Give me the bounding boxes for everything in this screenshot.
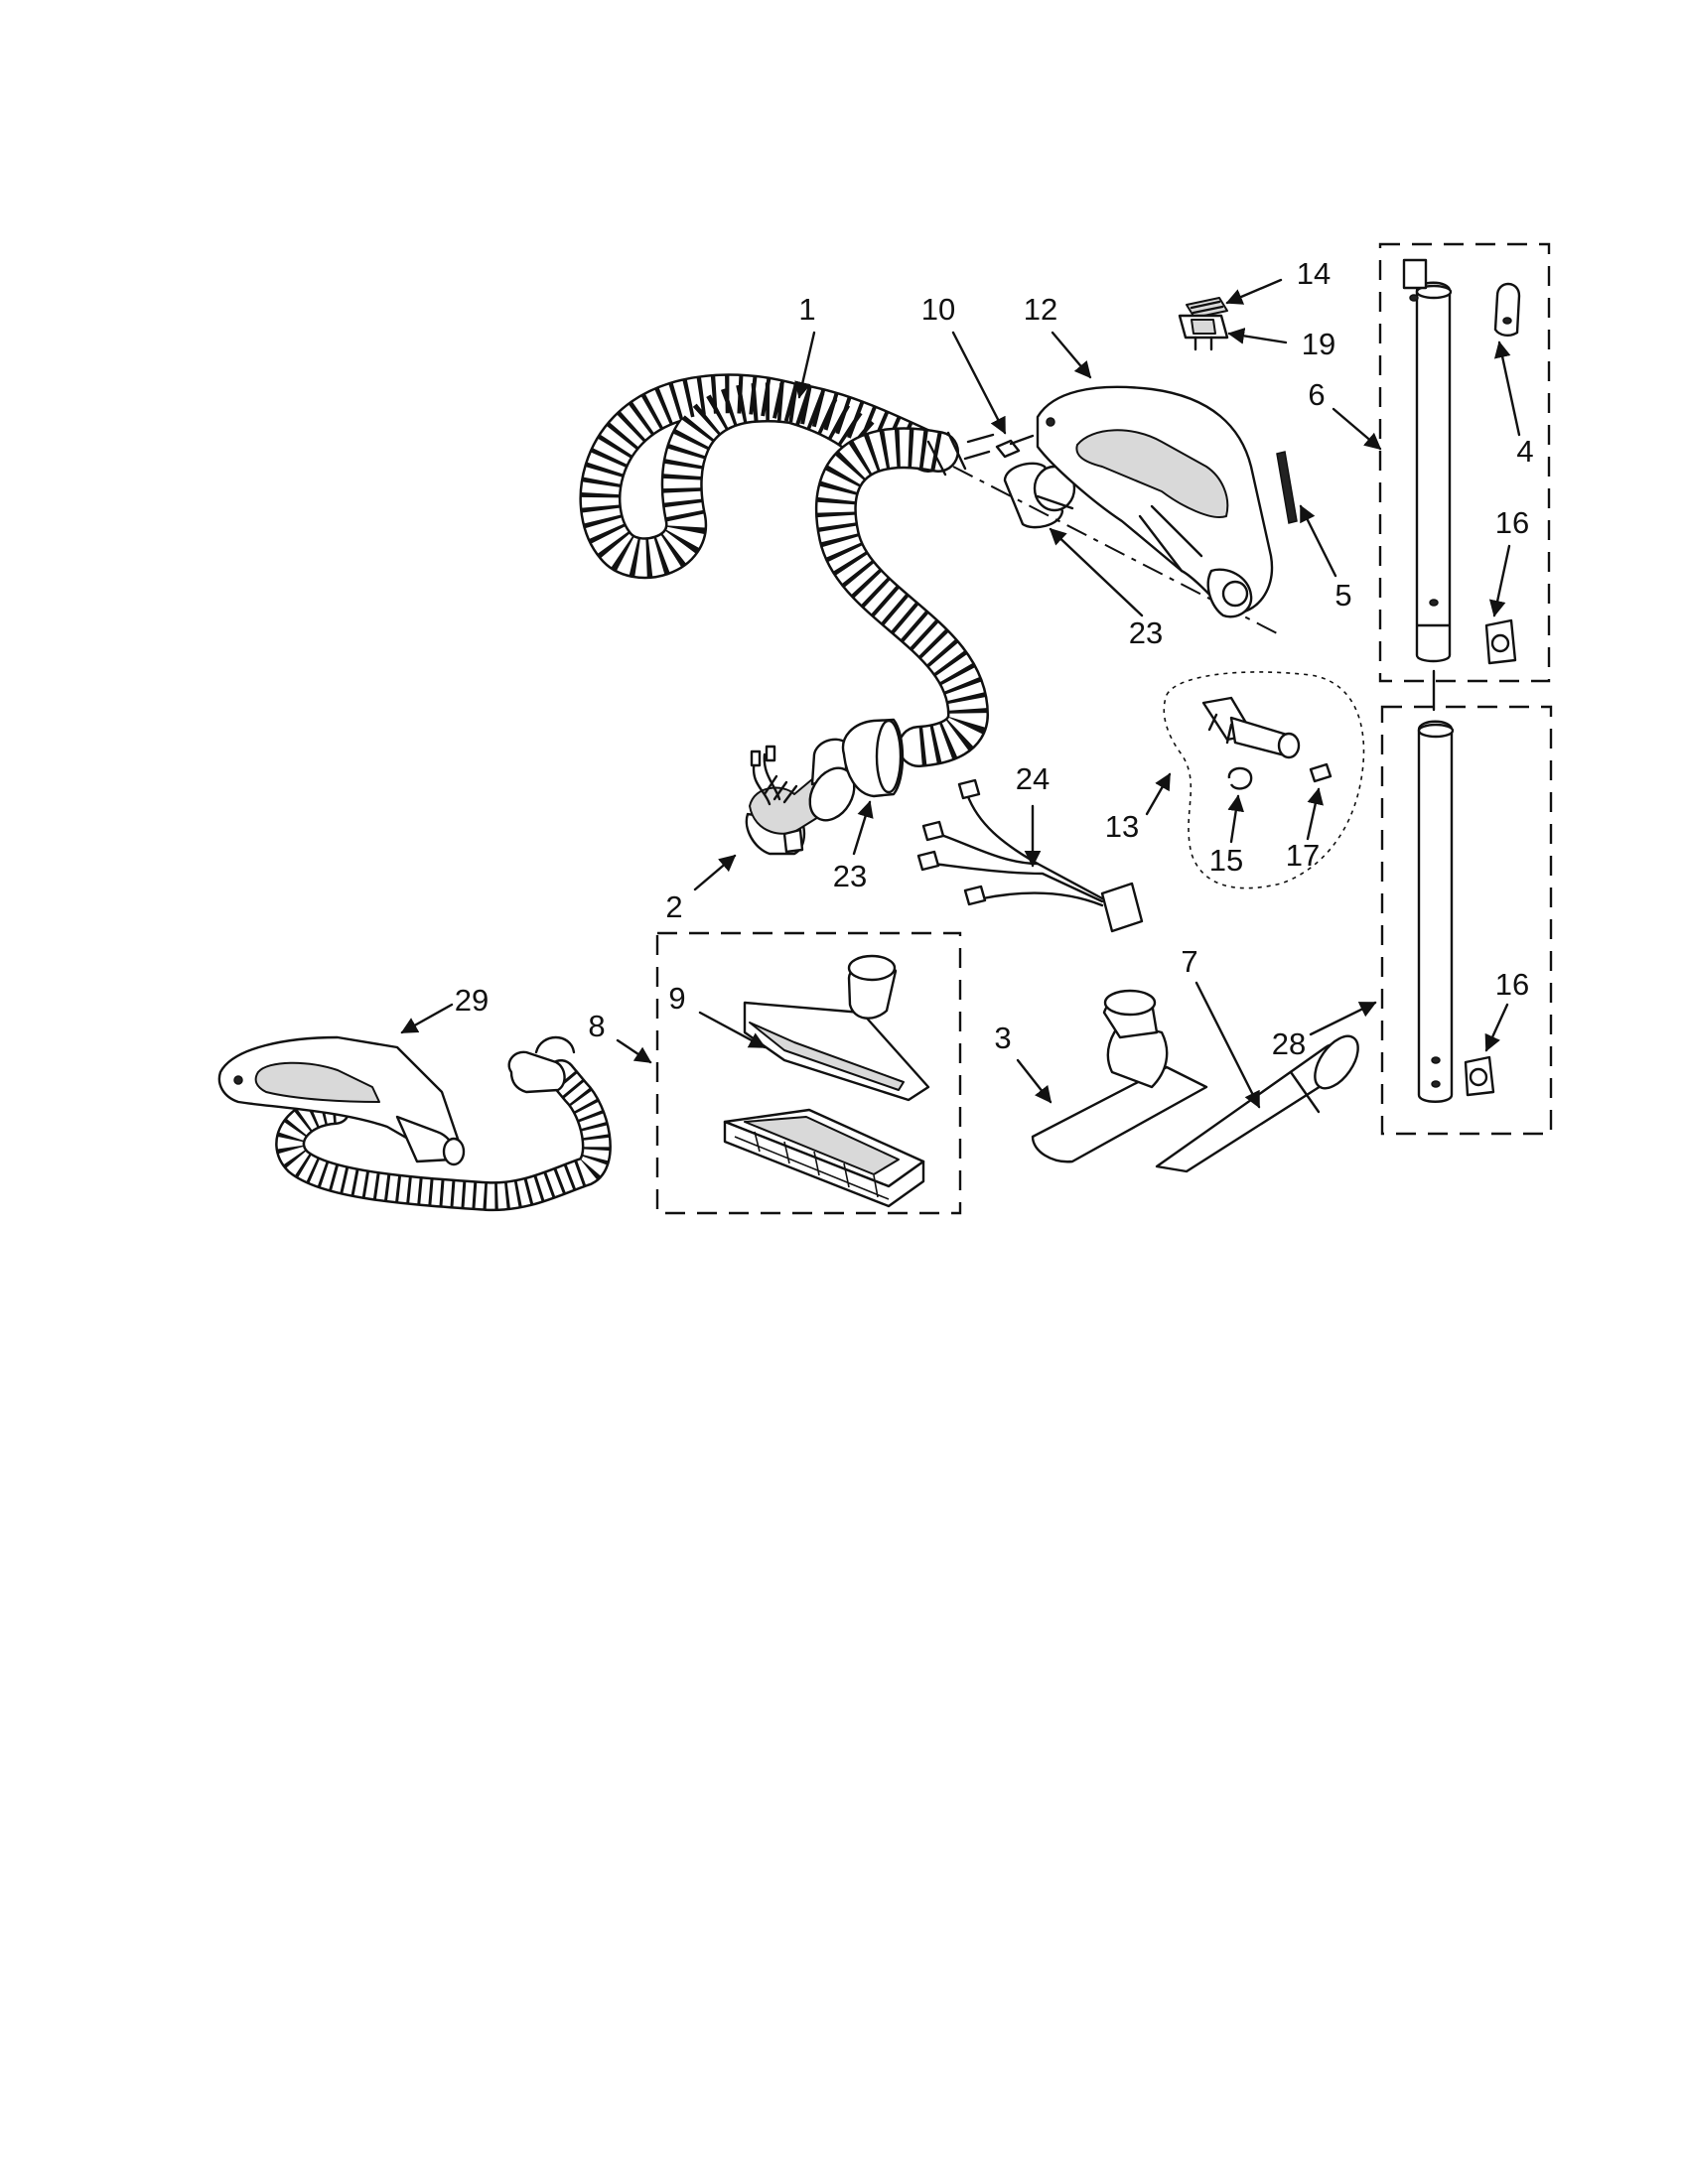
wire-harness-part-24 bbox=[916, 778, 1144, 933]
ring-part-15 bbox=[1227, 766, 1253, 790]
floor-tool-part-8 bbox=[743, 954, 930, 1102]
upper-wand-group-box bbox=[1378, 242, 1551, 683]
callout-16-upper: 16 bbox=[1495, 505, 1529, 540]
switch-button-part-14 bbox=[1186, 297, 1228, 319]
lower-wand-group-box bbox=[1380, 705, 1553, 1136]
switch-group-outline-part-13 bbox=[1163, 671, 1365, 889]
connector-part-23-upper bbox=[1003, 462, 1076, 529]
switch-housing-part-13 bbox=[1201, 696, 1301, 759]
lower-wand-part-28 bbox=[1417, 720, 1455, 1103]
release-button-part-16-lower bbox=[1464, 1055, 1495, 1097]
contact-part-17 bbox=[1309, 762, 1333, 783]
callout-15: 15 bbox=[1209, 843, 1243, 878]
callout-12: 12 bbox=[1024, 292, 1057, 327]
callout-7: 7 bbox=[1181, 944, 1197, 979]
callout-5: 5 bbox=[1334, 578, 1351, 613]
handle-part-12 bbox=[1036, 385, 1274, 618]
clip-part-4 bbox=[1493, 282, 1521, 338]
callout-24: 24 bbox=[1016, 761, 1050, 796]
floor-nozzle-part-3 bbox=[1031, 989, 1208, 1163]
callout-28: 28 bbox=[1272, 1026, 1306, 1061]
connector-part-23-lower bbox=[841, 718, 905, 798]
screw-part-10 bbox=[995, 434, 1035, 459]
callout-6: 6 bbox=[1308, 377, 1325, 412]
swivel-part-2 bbox=[745, 738, 856, 856]
upper-wand-part-6 bbox=[1402, 258, 1453, 663]
slider-part-5 bbox=[1276, 451, 1298, 524]
callout-29: 29 bbox=[455, 983, 489, 1018]
callout-8: 8 bbox=[588, 1009, 605, 1043]
callout-23-lower: 23 bbox=[833, 859, 867, 893]
callout-4: 4 bbox=[1516, 434, 1533, 469]
hose-handle-assembly-part-29 bbox=[217, 1035, 612, 1212]
callout-10: 10 bbox=[921, 292, 955, 327]
callout-17: 17 bbox=[1286, 838, 1320, 873]
callout-16-lower: 16 bbox=[1495, 967, 1529, 1002]
callout-23-upper: 23 bbox=[1129, 615, 1163, 650]
callout-19: 19 bbox=[1302, 327, 1335, 361]
dusting-brush-part-9 bbox=[723, 1108, 925, 1208]
callout-1: 1 bbox=[798, 292, 815, 327]
callout-9: 9 bbox=[668, 981, 685, 1016]
crevice-tool-part-7 bbox=[1155, 1034, 1359, 1173]
callout-14: 14 bbox=[1297, 256, 1331, 291]
callout-3: 3 bbox=[994, 1021, 1011, 1055]
callout-2: 2 bbox=[665, 889, 682, 924]
hose-assembly-part-1 bbox=[579, 373, 995, 767]
release-button-part-16-upper bbox=[1484, 618, 1517, 665]
callout-13: 13 bbox=[1105, 809, 1139, 844]
floor-tool-group-box bbox=[655, 931, 962, 1215]
switch-part-19 bbox=[1178, 314, 1229, 351]
